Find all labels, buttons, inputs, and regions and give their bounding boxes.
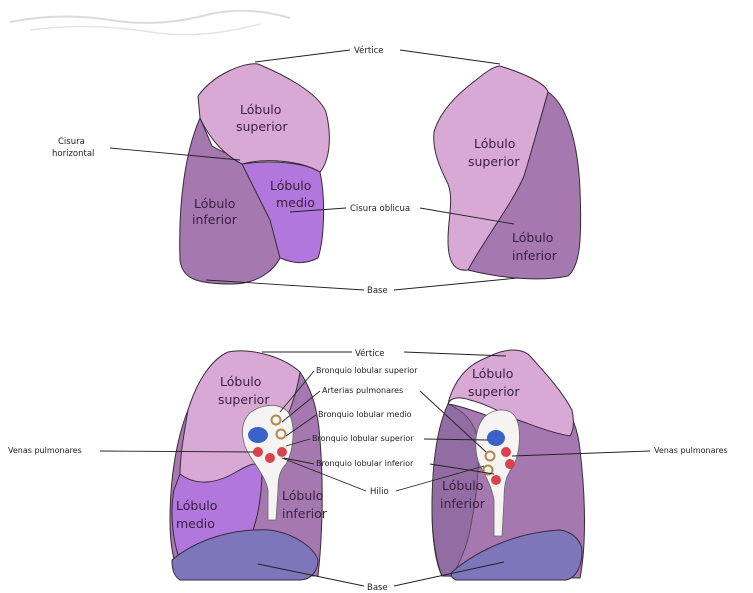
bottom-right-inferior-label-1: Lóbulo <box>282 488 323 503</box>
top-left-inferior-label-2: inferior <box>512 248 558 263</box>
bronquio-lobular-superior-1-label: Bronquio lobular superior <box>316 366 418 375</box>
bottom-left-inferior-label-1: Lóbulo <box>442 478 483 493</box>
bottom-right-vein-1 <box>253 447 263 457</box>
top-left-superior-label-2: superior <box>468 154 520 169</box>
bottom-right-inferior-label-2: inferior <box>282 506 328 521</box>
bottom-base-label: Base <box>367 583 388 593</box>
top-left-superior-label-1: Lóbulo <box>474 136 515 151</box>
top-right-lung: Lóbulo superior Lóbulo medio Lóbulo infe… <box>180 64 330 284</box>
venas-pulmonares-left-label: Venas pulmonares <box>8 446 82 455</box>
bottom-left-vein-1 <box>501 447 511 457</box>
top-base-label: Base <box>367 286 388 296</box>
bottom-left-vein-2 <box>505 459 515 469</box>
bottom-annotations: Vértice Bronquio lobular superior Arteri… <box>8 348 728 593</box>
bottom-right-superior-label-1: Lóbulo <box>220 374 261 389</box>
bottom-right-vein-2 <box>265 453 275 463</box>
cisura-horizontal-label-2: horizontal <box>52 149 94 159</box>
bronquio-lobular-inferior-label: Bronquio lobular inferior <box>316 459 414 468</box>
bottom-left-superior-label-1: Lóbulo <box>472 366 513 381</box>
bottom-left-superior-label-2: superior <box>468 384 520 399</box>
bronquio-lobular-superior-2-label: Bronquio lobular superior <box>312 434 414 443</box>
bottom-right-bronchus-blue <box>248 427 268 443</box>
bottom-left-inferior-label-2: inferior <box>440 496 486 511</box>
top-vertice-label: Vértice <box>354 45 383 56</box>
bottom-right-superior-label-2: superior <box>218 392 270 407</box>
venas-pulmonares-right-label: Venas pulmonares <box>654 446 728 455</box>
bottom-left-lung: Lóbulo superior Lóbulo inferior <box>432 350 585 580</box>
top-right-superior-label-1: Lóbulo <box>240 102 281 117</box>
bottom-vertice-label: Vértice <box>355 348 384 359</box>
top-left-inferior-label-1: Lóbulo <box>512 230 553 245</box>
hilio-label: Hilio <box>370 487 389 497</box>
bottom-left-bronchus-blue <box>487 430 505 446</box>
bottom-right-lung: Lóbulo superior Lóbulo medio Lóbulo infe… <box>170 351 328 580</box>
top-right-medio-label-2: medio <box>276 195 315 210</box>
bottom-right-medio-label-2: medio <box>176 516 215 531</box>
bottom-right-medio-label-1: Lóbulo <box>176 498 217 513</box>
arterias-pulmonares-label: Arterias pulmonares <box>322 386 403 395</box>
top-left-lung: Lóbulo superior Lóbulo inferior <box>434 66 581 279</box>
top-right-superior-label-2: superior <box>236 119 288 134</box>
bronquio-lobular-medio-label: Bronquio lobular medio <box>318 410 412 419</box>
top-right-inferior-label-1: Lóbulo <box>194 196 235 211</box>
cisura-horizontal-label-1: Cisura <box>58 137 85 147</box>
scan-artifact <box>10 11 290 35</box>
top-right-inferior-label-2: inferior <box>192 212 238 227</box>
bottom-right-vein-3 <box>277 447 287 457</box>
top-right-medio-label-1: Lóbulo <box>270 178 311 193</box>
cisura-oblicua-label: Cisura oblicua <box>350 204 410 214</box>
bottom-left-vein-3 <box>491 475 501 485</box>
